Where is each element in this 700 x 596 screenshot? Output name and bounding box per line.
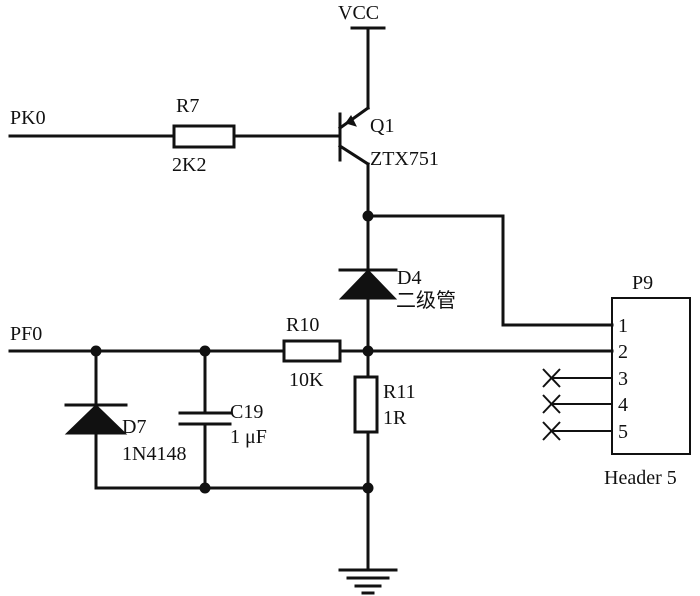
pin-3-label: 3 <box>618 368 628 390</box>
d4-ref-label: D4 <box>397 267 421 289</box>
c19-ref-label: C19 <box>230 401 263 423</box>
c19-value-label: 1 μF <box>230 426 267 448</box>
d7-ref-label: D7 <box>122 416 146 438</box>
pin-4-label: 4 <box>618 394 628 416</box>
r7-ref-label: R7 <box>176 95 199 117</box>
diode-d4: D4 二级管 <box>338 214 456 353</box>
ground-symbol <box>338 568 398 595</box>
r10-value-label: 10K <box>289 369 324 391</box>
q1-value-label: ZTX751 <box>370 148 439 170</box>
resistor-r10: R10 10K <box>282 314 342 391</box>
r11-ref-label: R11 <box>383 381 416 403</box>
transistor-q1: Q1 ZTX751 <box>337 105 439 218</box>
pk0-label: PK0 <box>10 107 46 129</box>
d4-value-label: 二级管 <box>396 289 456 312</box>
p9-ref-label: P9 <box>632 272 653 294</box>
vcc-label: VCC <box>338 2 379 24</box>
q1-ref-label: Q1 <box>370 115 394 137</box>
resistor-r7: R7 2K2 <box>172 95 236 176</box>
r7-value-label: 2K2 <box>172 154 206 176</box>
pin-1-label: 1 <box>618 315 628 337</box>
no-connect-marker <box>542 394 561 414</box>
d7-value-label: 1N4148 <box>122 443 186 465</box>
junction-dot <box>362 482 374 494</box>
diode-d7: D7 1N4148 <box>64 349 186 490</box>
capacitor-c19: C19 1 μF <box>178 349 267 490</box>
pin-2-label: 2 <box>618 341 628 363</box>
junction-dot <box>199 482 211 494</box>
r11-value-label: 1R <box>383 407 407 429</box>
no-connect-marker <box>542 421 561 441</box>
r10-ref-label: R10 <box>286 314 319 336</box>
ground-return-net <box>94 482 374 494</box>
p9-value-label: Header 5 <box>604 467 677 489</box>
no-connect-marker <box>542 368 561 388</box>
pk0-net: PK0 <box>8 107 342 138</box>
pf0-label: PF0 <box>10 323 42 345</box>
pf0-net: PF0 <box>8 323 614 357</box>
header-p9: P9 Header 5 1 2 3 4 5 <box>542 272 691 489</box>
pin-5-label: 5 <box>618 421 628 443</box>
vcc-supply: VCC <box>338 2 386 110</box>
resistor-r11: R11 1R <box>353 349 416 572</box>
